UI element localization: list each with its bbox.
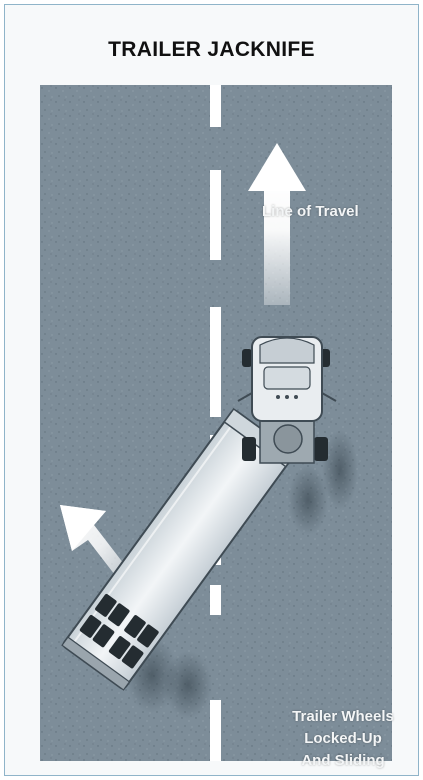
- trailer-wheels-label-line: Locked-Up: [304, 730, 382, 747]
- tractor-cab: [237, 336, 337, 464]
- up-arrow-icon: [248, 143, 306, 305]
- figure-title: TRAILER JACKNIFE: [108, 38, 315, 61]
- trailer-wheels-label: Trailer Wheels Locked-Up And Sliding: [268, 706, 418, 772]
- trailer-wheels-label-line: And Sliding: [301, 752, 385, 769]
- trailer-wheels-label-line: Trailer Wheels: [292, 708, 394, 725]
- figure-frame: TRAILER JACKNIFE: [4, 4, 419, 776]
- line-of-travel-label: Line of Travel: [262, 203, 359, 220]
- road-scene: Line of Travel Trailer Wheels Locked-Up …: [40, 85, 394, 769]
- skid-marks: [126, 430, 358, 719]
